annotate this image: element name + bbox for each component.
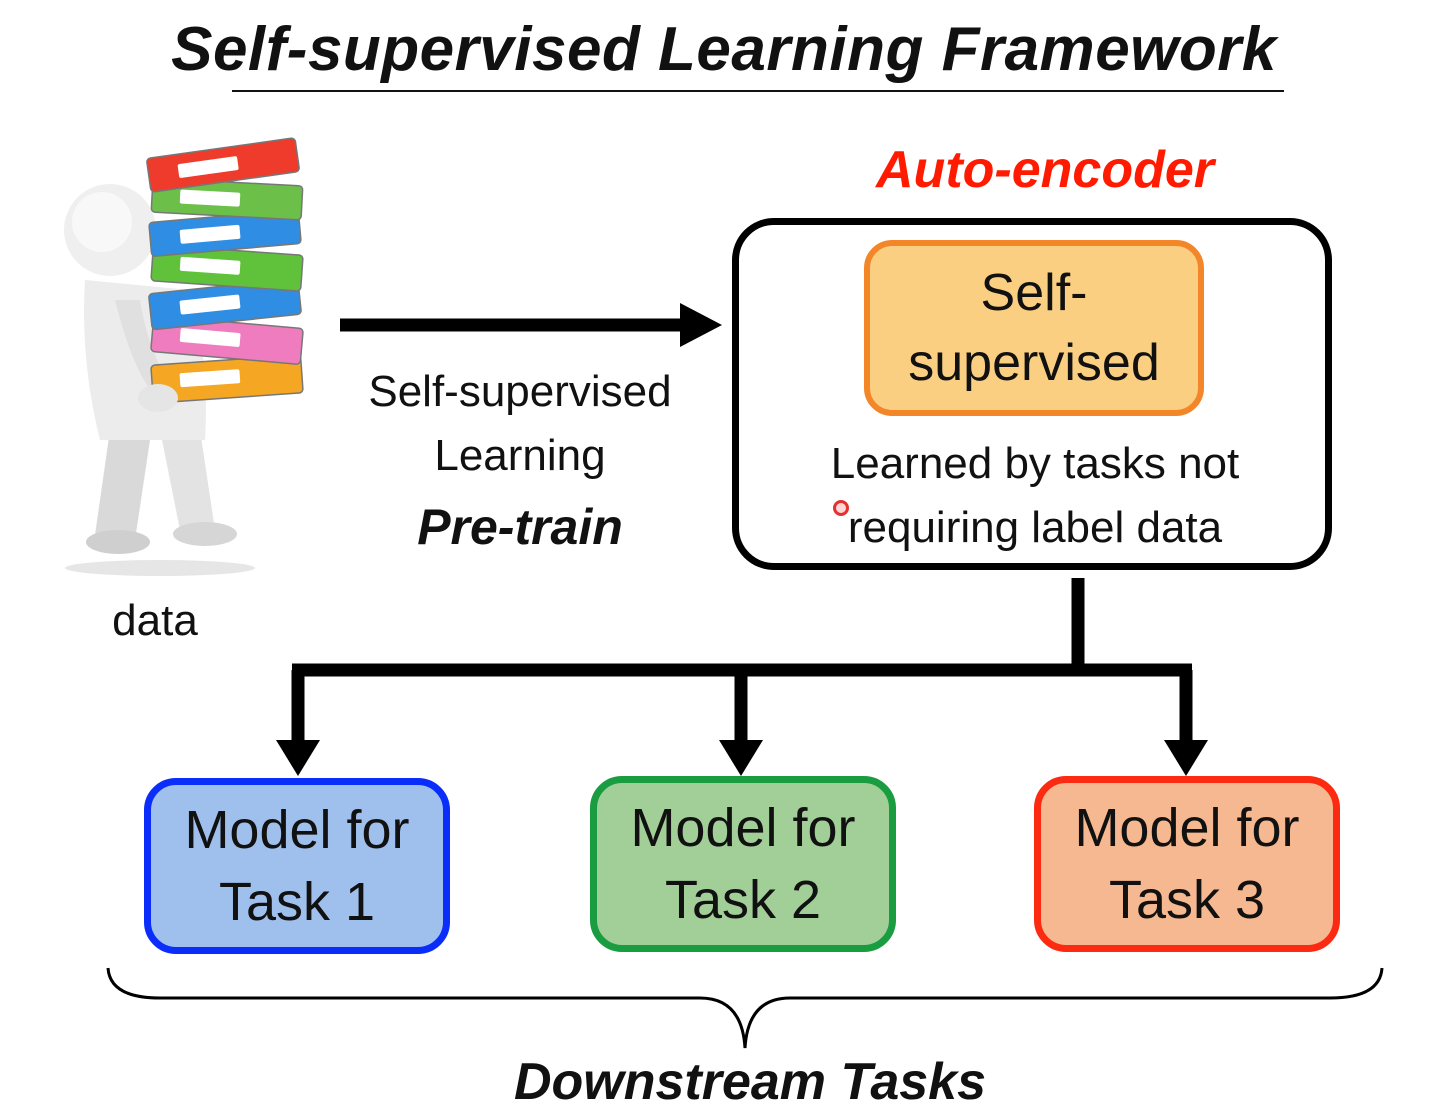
pointer-cursor-icon: [833, 500, 849, 516]
pretrain-label: Pre-train: [417, 499, 623, 555]
task-1-model-box: Model for Task 1: [144, 778, 450, 954]
task2-arrow-head: [719, 740, 763, 776]
ssl-label-line1: Self-supervised: [368, 367, 672, 416]
auto-encoder-caption: Learned by tasks not requiring label dat…: [760, 432, 1310, 560]
ssl-label-line2: Learning: [434, 431, 606, 480]
auto-encoder-label: Auto-encoder: [876, 141, 1214, 199]
person-carrying-binders-icon: [64, 137, 304, 576]
title-underline: [232, 90, 1284, 92]
task-1-line1: Model for: [184, 800, 410, 860]
self-supervised-line1: Self-: [980, 264, 1088, 322]
task3-arrow-head: [1164, 740, 1208, 776]
pretrain-arrow-head: [680, 303, 722, 347]
task-1-line2: Task 1: [218, 872, 376, 932]
task-3-line1: Model for: [1074, 798, 1300, 858]
self-supervised-box: Self- supervised: [864, 240, 1204, 416]
task-2-line1: Model for: [630, 798, 856, 858]
downstream-tasks-label: Downstream Tasks: [513, 1053, 987, 1111]
task-2-model-box: Model for Task 2: [590, 776, 896, 952]
task1-arrow-head: [276, 740, 320, 776]
self-supervised-learning-label: Self-supervised Learning: [330, 360, 710, 488]
task-3-line2: Task 3: [1108, 870, 1266, 930]
self-supervised-line2: supervised: [908, 334, 1160, 392]
task-3-model-box: Model for Task 3: [1034, 776, 1340, 952]
page-title: Self-supervised Learning Framework: [171, 15, 1277, 84]
downstream-brace: [106, 967, 1384, 1049]
caption-line2: requiring label data: [847, 503, 1223, 552]
task-2-line2: Task 2: [664, 870, 822, 930]
caption-line1: Learned by tasks not: [830, 439, 1240, 488]
data-label: data: [112, 596, 198, 645]
